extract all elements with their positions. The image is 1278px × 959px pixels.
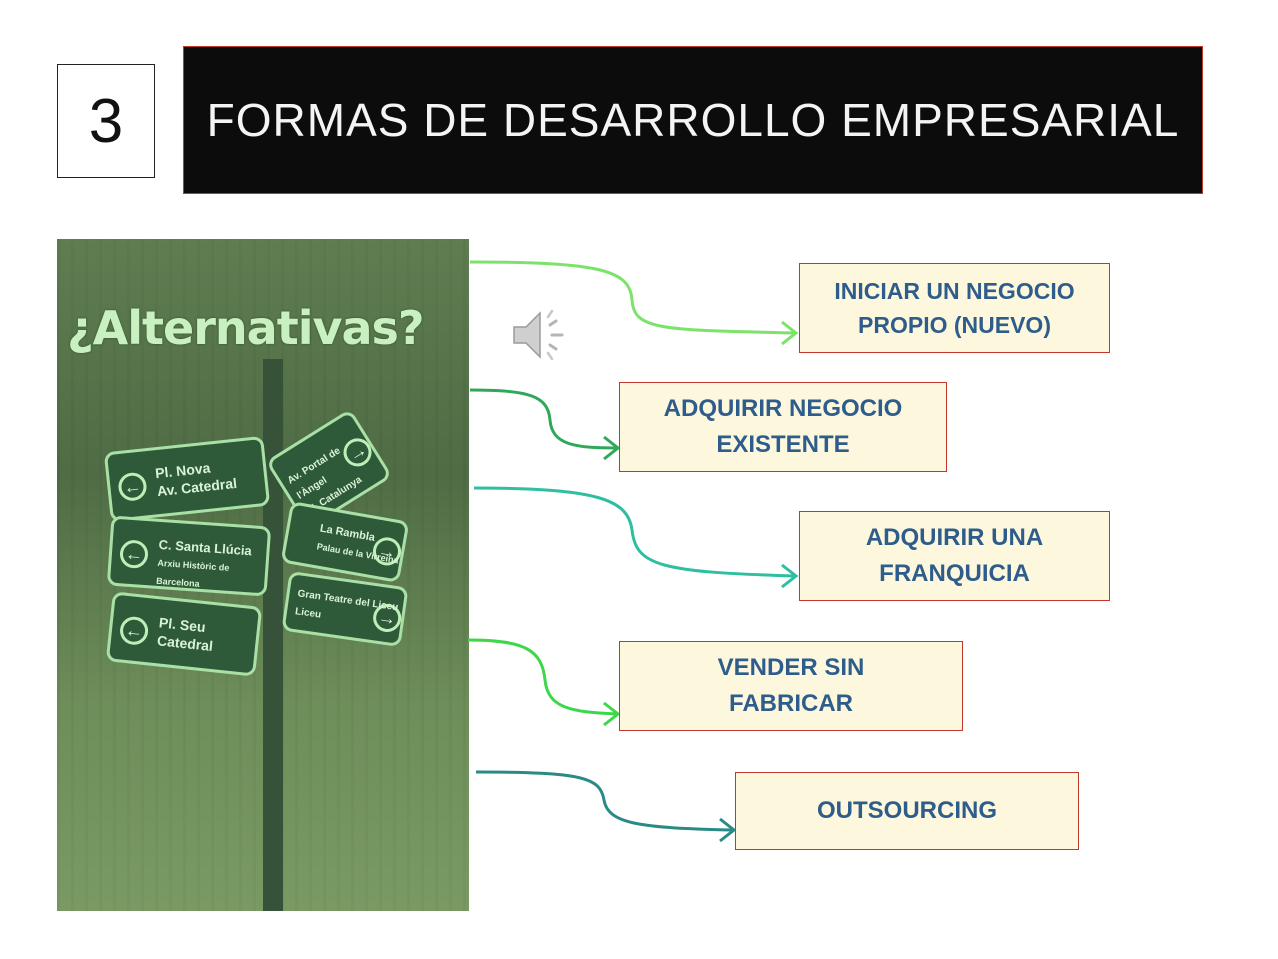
connector-arrow-2 [469, 388, 621, 461]
option-adquirir-negocio: ADQUIRIR NEGOCIO EXISTENTE [619, 382, 947, 472]
option-vender-sin-fabricar: VENDER SIN FABRICAR [619, 641, 963, 731]
sign-line: Arxiu Històric de Barcelona [155, 557, 230, 589]
connector-arrow-4 [467, 638, 621, 727]
sign-pole [263, 359, 283, 911]
sign-text: C. Santa Llúcia Arxiu Històric de Barcel… [156, 536, 268, 597]
connector-arrow-3 [473, 486, 799, 589]
arrow-left-icon: ← [118, 615, 150, 647]
photo-heading: ¿Alternativas? [67, 301, 425, 355]
street-signs-photo: ¿Alternativas? ← Pl. Nova Av. Catedral ←… [57, 239, 469, 911]
connector-arrow-5 [475, 770, 737, 843]
slide-number: 3 [57, 64, 155, 178]
option-outsourcing: OUTSOURCING [735, 772, 1079, 850]
sign-text: Pl. Nova Av. Catedral [154, 456, 237, 500]
title-bar: FORMAS DE DESARROLLO EMPRESARIAL [183, 46, 1203, 194]
sign-text: Gran Teatre del Liceu Liceu [294, 585, 400, 635]
sign-left-2: ← C. Santa Llúcia Arxiu Històric de Barc… [106, 515, 272, 597]
speaker-icon [513, 309, 564, 361]
arrow-left-icon: ← [119, 539, 149, 570]
option-franquicia: ADQUIRIR UNA FRANQUICIA [799, 511, 1110, 601]
slide-title: FORMAS DE DESARROLLO EMPRESARIAL [206, 94, 1180, 146]
arrow-left-icon: ← [117, 471, 148, 503]
sign-text: La Rambla Palau de la Virreina [315, 520, 403, 570]
audio-button[interactable] [512, 305, 576, 365]
sign-text: Pl. Seu Catedral [156, 613, 215, 655]
option-iniciar-negocio: INICIAR UN NEGOCIO PROPIO (NUEVO) [799, 263, 1110, 353]
